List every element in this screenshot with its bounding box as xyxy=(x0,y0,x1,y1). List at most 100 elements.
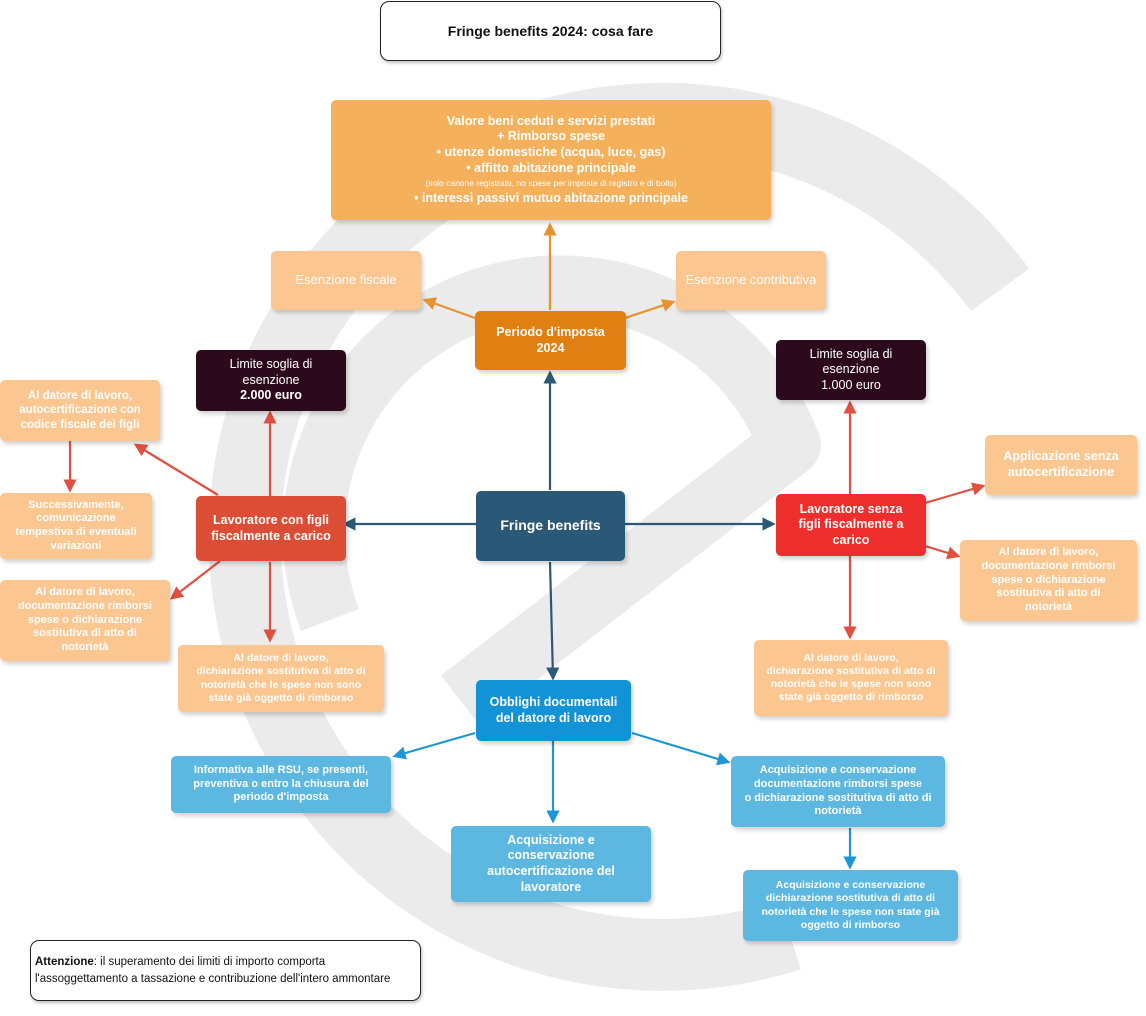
arrow-obblighi-acq-doc xyxy=(631,731,731,766)
node-line: 2.000 euro xyxy=(240,388,302,403)
node-line: figli fiscalmente a xyxy=(798,517,904,532)
node-valore: Valore beni ceduti e servizi prestati+ R… xyxy=(331,100,771,220)
node-fringe-benefits: Fringe benefits xyxy=(476,491,625,561)
arrows-red xyxy=(63,400,986,643)
node-line: dichiarazione sostitutiva di atto di xyxy=(766,664,936,677)
arrow-figli-autocert xyxy=(133,443,219,496)
node-esenzione-fiscale: Esenzione fiscale xyxy=(271,251,421,310)
node-line: notorietà xyxy=(1024,601,1073,614)
node-dich-sost-right: Al datore di lavoro,dichiarazione sostit… xyxy=(754,640,948,716)
note-line-1: Attenzione: il superamento dei limiti di… xyxy=(35,954,416,970)
node-line: dichiarazione sostitutiva di atto di xyxy=(765,892,936,905)
arrows-orange xyxy=(422,222,676,320)
node-line: Lavoratore senza xyxy=(799,501,903,516)
node-doc-rimborsi-right: Al datore di lavoro,documentazione rimbo… xyxy=(960,540,1137,621)
arrows-blue xyxy=(392,731,857,870)
node-line: tempestiva di eventuali xyxy=(15,526,137,538)
node-informativa: Informativa alle RSU, se presenti,preven… xyxy=(171,756,391,813)
arrow-obblighi-informativa xyxy=(392,731,476,760)
node-line: • interessi passivi mutuo abitazione pri… xyxy=(414,190,688,205)
node-line: lavoratore xyxy=(520,879,582,894)
arrow-figli-doc-rimborsi xyxy=(169,560,221,600)
node-line: periodo d'imposta xyxy=(233,791,329,804)
node-line: del datore di lavoro xyxy=(495,710,612,725)
node-line: spese o dichiarazione xyxy=(991,573,1106,586)
arrow-periodo-esenzione-contributiva xyxy=(624,299,676,320)
note-line-2: l'assoggettamento a tassazione e contrib… xyxy=(35,972,391,985)
node-line: Limite soglia di xyxy=(809,346,893,361)
node-line: Al datore di lavoro, xyxy=(233,652,329,665)
node-line: Acquisizione e conservazione xyxy=(775,879,926,892)
node-line: + Rimborso spese xyxy=(496,129,606,144)
arrow-periodo-esenzione-fiscale xyxy=(422,297,476,320)
node-line: comunicazione xyxy=(36,512,116,525)
node-line: Periodo d'imposta xyxy=(496,324,605,339)
node-line: Acquisizione e xyxy=(507,832,595,847)
node-line: codice fiscale dei figli xyxy=(20,418,140,431)
node-line: Al datore di lavoro, xyxy=(803,651,899,664)
node-line: notorietà xyxy=(814,805,862,818)
node-line: state già oggetto di rimborso xyxy=(208,691,354,704)
node-line: Acquisizione e conservazione xyxy=(759,764,917,776)
node-line: Limite soglia di xyxy=(229,357,313,372)
node-line: fiscalmente a carico xyxy=(211,528,331,543)
node-line: carico xyxy=(832,532,870,547)
node-line: notorietà che le spese non sono xyxy=(770,678,932,690)
node-line: sostitutiva di atto di xyxy=(33,627,137,640)
node-line: Al datore di lavoro, xyxy=(27,389,133,402)
node-esenzione-contributiva: Esenzione contributiva xyxy=(676,251,826,310)
node-doc-rimborsi-left: Al datore di lavoro,documentazione rimbo… xyxy=(0,580,170,661)
node-line: Applicazione senza xyxy=(1003,449,1119,464)
node-line: Al datore di lavoro, xyxy=(35,586,135,599)
node-line: Successivamente, xyxy=(28,498,124,511)
arrow-center-obblighi xyxy=(546,561,560,681)
arrow-senza-doc-rimborsi xyxy=(924,544,961,560)
arrow-senza-applicazione xyxy=(924,482,986,505)
attention-note: Attenzione: il superamento dei limiti di… xyxy=(30,940,421,1001)
node-line: • utenze domestiche (acqua, luce, gas) xyxy=(436,144,666,159)
node-line: o dichiarazione sostitutiva di atto di xyxy=(744,791,932,804)
node-line: esenzione xyxy=(242,372,300,387)
node-line: Al datore di lavoro, xyxy=(998,546,1099,559)
node-line: (solo canone registrato, no spese per im… xyxy=(425,178,677,189)
node-line: 2024 xyxy=(536,340,565,355)
note-bold: Attenzione xyxy=(35,956,94,969)
node-line: Fringe benefits xyxy=(500,517,601,534)
note-text: : il superamento dei limiti di importo c… xyxy=(93,956,326,969)
node-line: autocertificazione con xyxy=(19,404,141,417)
node-line: Esenzione fiscale xyxy=(295,272,397,288)
node-line: documentazione rimborsi xyxy=(18,599,152,612)
node-line: esenzione xyxy=(822,362,880,377)
node-line: Valore beni ceduti e servizi prestati xyxy=(446,113,656,128)
node-line: 1.000 euro xyxy=(821,377,881,392)
arrows-navy xyxy=(342,370,776,681)
node-line: • affitto abitazione principale xyxy=(466,160,636,175)
node-line: state già oggetto di rimborso xyxy=(778,691,924,704)
node-line: conservazione xyxy=(507,848,595,863)
node-line: Obblighi documentali xyxy=(489,694,618,709)
node-line: autocertificazione del xyxy=(487,864,615,878)
node-line: notorietà che le spese non sono xyxy=(200,678,362,691)
node-line: sostitutiva di atto di xyxy=(996,587,1101,600)
node-line: Informativa alle RSU, se presenti, xyxy=(193,763,369,776)
diagram-title: Fringe benefits 2024: cosa fare xyxy=(380,1,721,61)
node-line: notorietà xyxy=(61,641,109,654)
node-autocert-cf: Al datore di lavoro, autocertificazione c… xyxy=(0,380,160,441)
node-line: Esenzione contributiva xyxy=(685,272,817,288)
node-line: variazioni xyxy=(50,539,102,552)
node-dich-sost-left: Al datore di lavoro,dichiarazione sostit… xyxy=(178,645,384,712)
node-line: spese o dichiarazione xyxy=(27,613,143,626)
node-line: documentazione rimborsi xyxy=(981,559,1116,572)
